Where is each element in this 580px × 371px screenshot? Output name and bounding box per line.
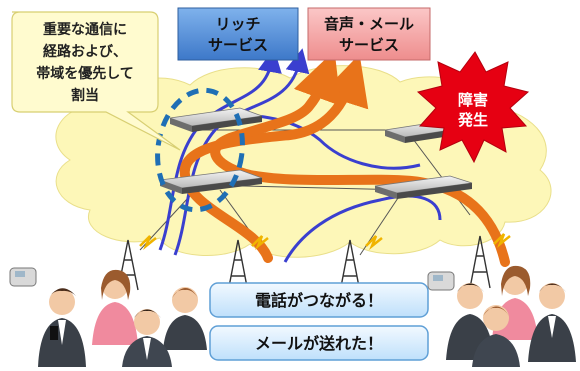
failure-starburst: 障害 発生: [416, 51, 530, 164]
person-icon: [163, 287, 207, 350]
failure-line-2: 発生: [457, 111, 488, 129]
radio-tower-2-icon: [227, 235, 269, 293]
desk-phone-icon: [9, 267, 37, 287]
callout-line-1: 重要な通信に: [43, 21, 127, 38]
callout-line-4: 割当: [71, 87, 99, 104]
callout-bubble: 重要な通信に 経路および、 帯域を優先して 割当: [11, 11, 181, 151]
failure-line-1: 障害: [458, 91, 488, 109]
rich-service-line-1: リッチ: [215, 15, 260, 33]
person-icon: [92, 269, 138, 345]
priority-highlight-ellipse: [155, 87, 245, 213]
people-group-left: [9, 267, 207, 367]
callout-line-3: 帯域を優先して: [36, 65, 134, 82]
person-icon: [122, 309, 172, 367]
network-switch-left-top: [169, 107, 263, 132]
radio-tower-3-icon: [339, 235, 383, 293]
voice-mail-service-line-1: 音声・メール: [324, 15, 414, 33]
callout-line-2: 経路および、: [43, 43, 127, 60]
rich-service-box: リッチ サービス: [177, 7, 299, 61]
voice-mail-service-line-2: サービス: [339, 36, 399, 54]
phone-connected-text: 電話がつながる！: [255, 291, 383, 310]
person-icon: [528, 283, 576, 362]
person-icon: [472, 305, 520, 367]
people-group-right: [427, 265, 576, 367]
person-icon: [38, 288, 86, 367]
network-switch-left-bottom: [159, 169, 263, 194]
radio-tower-4-icon: [469, 233, 511, 289]
rich-service-line-2: サービス: [208, 36, 268, 54]
network-switch-right-bottom: [374, 175, 473, 199]
desk-phone-icon: [427, 271, 455, 291]
mail-sent-text: メールが送れた！: [255, 334, 383, 353]
phone-connected-banner: 電話がつながる！: [209, 282, 429, 318]
voice-mail-service-box: 音声・メール サービス: [307, 7, 431, 61]
radio-towers: [117, 233, 511, 293]
network-cloud: [55, 65, 552, 258]
mail-sent-banner: メールが送れた！: [209, 325, 429, 361]
